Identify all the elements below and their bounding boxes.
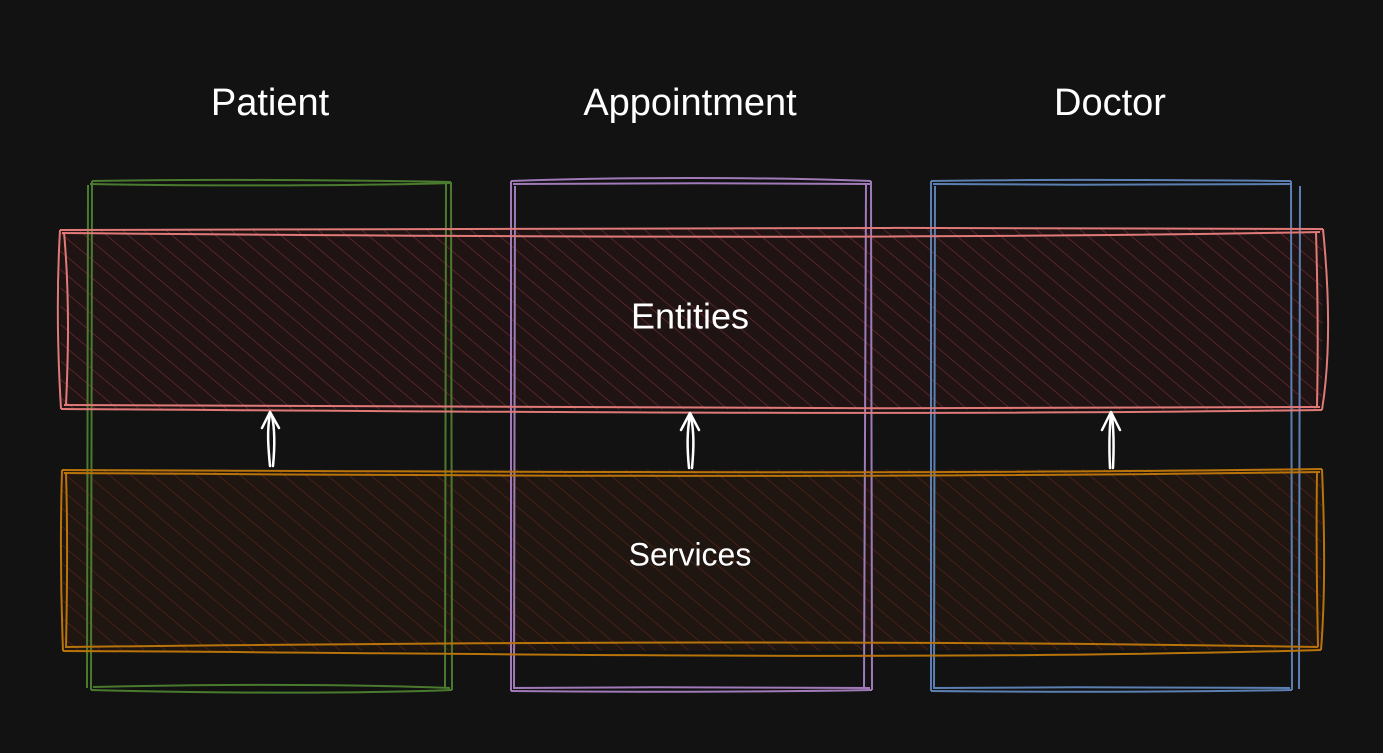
band-services bbox=[62, 469, 1322, 651]
band-entities bbox=[60, 229, 1323, 410]
column-title-appointment: Appointment bbox=[583, 82, 797, 124]
column-title-patient: Patient bbox=[211, 82, 330, 124]
column-title-doctor: Doctor bbox=[1054, 82, 1166, 124]
column-box-appointment bbox=[510, 177, 873, 693]
column-box-doctor bbox=[930, 178, 1301, 693]
band-entities-outline bbox=[56, 226, 1330, 414]
arrow-doctor bbox=[1100, 410, 1122, 470]
band-services-outline bbox=[59, 468, 1326, 657]
arrow-appointment bbox=[679, 411, 701, 470]
arrow-patient bbox=[260, 410, 281, 468]
band-title-services: Services bbox=[629, 536, 752, 572]
column-box-patient bbox=[86, 178, 453, 694]
band-title-entities: Entities bbox=[631, 296, 749, 337]
